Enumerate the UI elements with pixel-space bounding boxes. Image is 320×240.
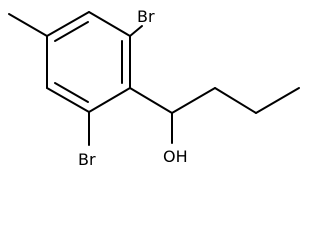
ring-to-carbinol-bond	[129, 87, 173, 114]
ring-bond-bottom-right	[88, 87, 131, 113]
structure-canvas: Br Br OH	[8, 7, 300, 169]
ring-inner-double-bond-c	[54, 82, 89, 103]
ring-inner-double-bond-a	[54, 21, 89, 42]
chain-bond-1	[171, 87, 216, 114]
br-top-bond	[129, 25, 143, 37]
br-top-label: Br	[137, 7, 155, 26]
methyl-bond	[8, 13, 48, 37]
molecule-structure: Br Br OH	[8, 7, 300, 169]
ring-bond-bottom-left	[46, 87, 90, 113]
br-bottom-label: Br	[78, 150, 96, 169]
chain-bond-2	[214, 87, 257, 114]
hydroxyl-label: OH	[163, 147, 188, 166]
chain-bond-3	[255, 87, 300, 114]
ring-bond-top-right	[88, 11, 131, 37]
ring-bond-top-left	[46, 11, 90, 37]
